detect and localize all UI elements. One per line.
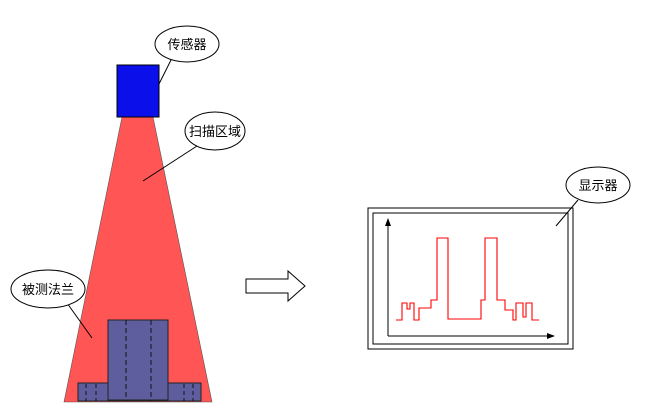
flange-callout: 被测法兰 bbox=[10, 269, 93, 339]
display-inner-frame bbox=[372, 212, 569, 345]
sensor-label: 传感器 bbox=[167, 37, 206, 53]
flange bbox=[77, 319, 202, 402]
flange-neck bbox=[107, 319, 169, 401]
flange-callout-bubble bbox=[10, 269, 86, 309]
scan-area-callout: 扫描区域 bbox=[142, 111, 246, 182]
display-label: 显示器 bbox=[578, 179, 617, 194]
display-callout: 显示器 bbox=[555, 166, 631, 227]
signal-waveform bbox=[396, 237, 539, 321]
scan-area-label: 扫描区域 bbox=[189, 125, 241, 140]
right-arrow-icon bbox=[245, 269, 306, 303]
scan-area-callout-bubble bbox=[184, 111, 246, 151]
display-callout-bubble bbox=[565, 166, 631, 204]
display-monitor bbox=[367, 207, 574, 350]
sensor-callout-bubble bbox=[154, 25, 220, 63]
flange-label: 被测法兰 bbox=[22, 283, 74, 298]
sensor-callout: 传感器 bbox=[154, 25, 220, 85]
sensor-box bbox=[116, 64, 160, 118]
